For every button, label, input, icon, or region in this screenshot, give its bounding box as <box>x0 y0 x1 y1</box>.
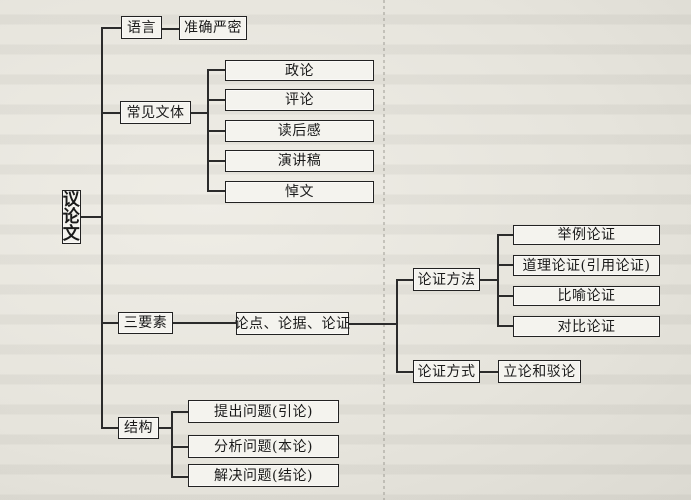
structure-conclusion: 解决问题(结论) <box>188 464 339 487</box>
connector <box>207 99 225 101</box>
connector <box>348 323 396 325</box>
genre-speech: 演讲稿 <box>225 150 374 172</box>
genre-reading-reflection: 读后感 <box>225 120 374 142</box>
branch-language: 语言 <box>121 16 162 39</box>
connector <box>497 264 513 266</box>
branch-structure: 结构 <box>118 417 159 439</box>
connector <box>479 371 498 373</box>
structure-introduction: 提出问题(引论) <box>188 400 339 423</box>
root-char: 议 <box>62 189 81 210</box>
connector <box>396 279 398 372</box>
approach-establish-refute: 立论和驳论 <box>498 360 581 383</box>
genre-eulogy: 悼文 <box>225 181 374 203</box>
connector <box>171 411 173 477</box>
connector <box>497 234 513 236</box>
connector <box>207 69 225 71</box>
connector <box>171 476 188 478</box>
branch-common-genres: 常见文体 <box>120 101 191 124</box>
connector <box>101 427 118 429</box>
connector <box>101 112 120 114</box>
connector <box>497 325 513 327</box>
connector <box>396 371 413 373</box>
node-argument-methods: 论证方法 <box>413 268 480 291</box>
method-contrast: 对比论证 <box>513 316 660 337</box>
column-divider <box>383 0 385 500</box>
root-node: 议 论 文 <box>62 190 81 244</box>
node-argument-approach: 论证方式 <box>413 360 480 383</box>
structure-body: 分析问题(本论) <box>188 435 339 458</box>
connector <box>101 27 121 29</box>
genre-political: 政论 <box>225 60 374 81</box>
connector <box>190 112 207 114</box>
method-example: 举例论证 <box>513 225 660 245</box>
connector <box>101 27 103 427</box>
connector <box>207 190 225 192</box>
method-metaphor: 比喻论证 <box>513 286 660 306</box>
connector <box>497 295 513 297</box>
connector <box>161 28 179 30</box>
branch-three-elements: 三要素 <box>118 312 173 334</box>
genre-commentary: 评论 <box>225 89 374 111</box>
connector <box>172 322 236 324</box>
root-char: 论 <box>62 206 81 227</box>
connector <box>497 234 499 326</box>
method-reasoning-citation: 道理论证(引用论证) <box>513 255 660 276</box>
connector <box>396 279 413 281</box>
connector <box>158 427 171 429</box>
connector <box>207 160 225 162</box>
connector <box>479 279 497 281</box>
connector <box>171 411 188 413</box>
connector <box>207 130 225 132</box>
node-argument-evidence-reasoning: 论点、论据、论证 <box>235 312 350 335</box>
connector <box>171 446 188 448</box>
root-char: 文 <box>62 223 81 244</box>
node-accurate-rigorous: 准确严密 <box>179 16 247 40</box>
connector <box>101 322 118 324</box>
connector <box>80 216 101 218</box>
